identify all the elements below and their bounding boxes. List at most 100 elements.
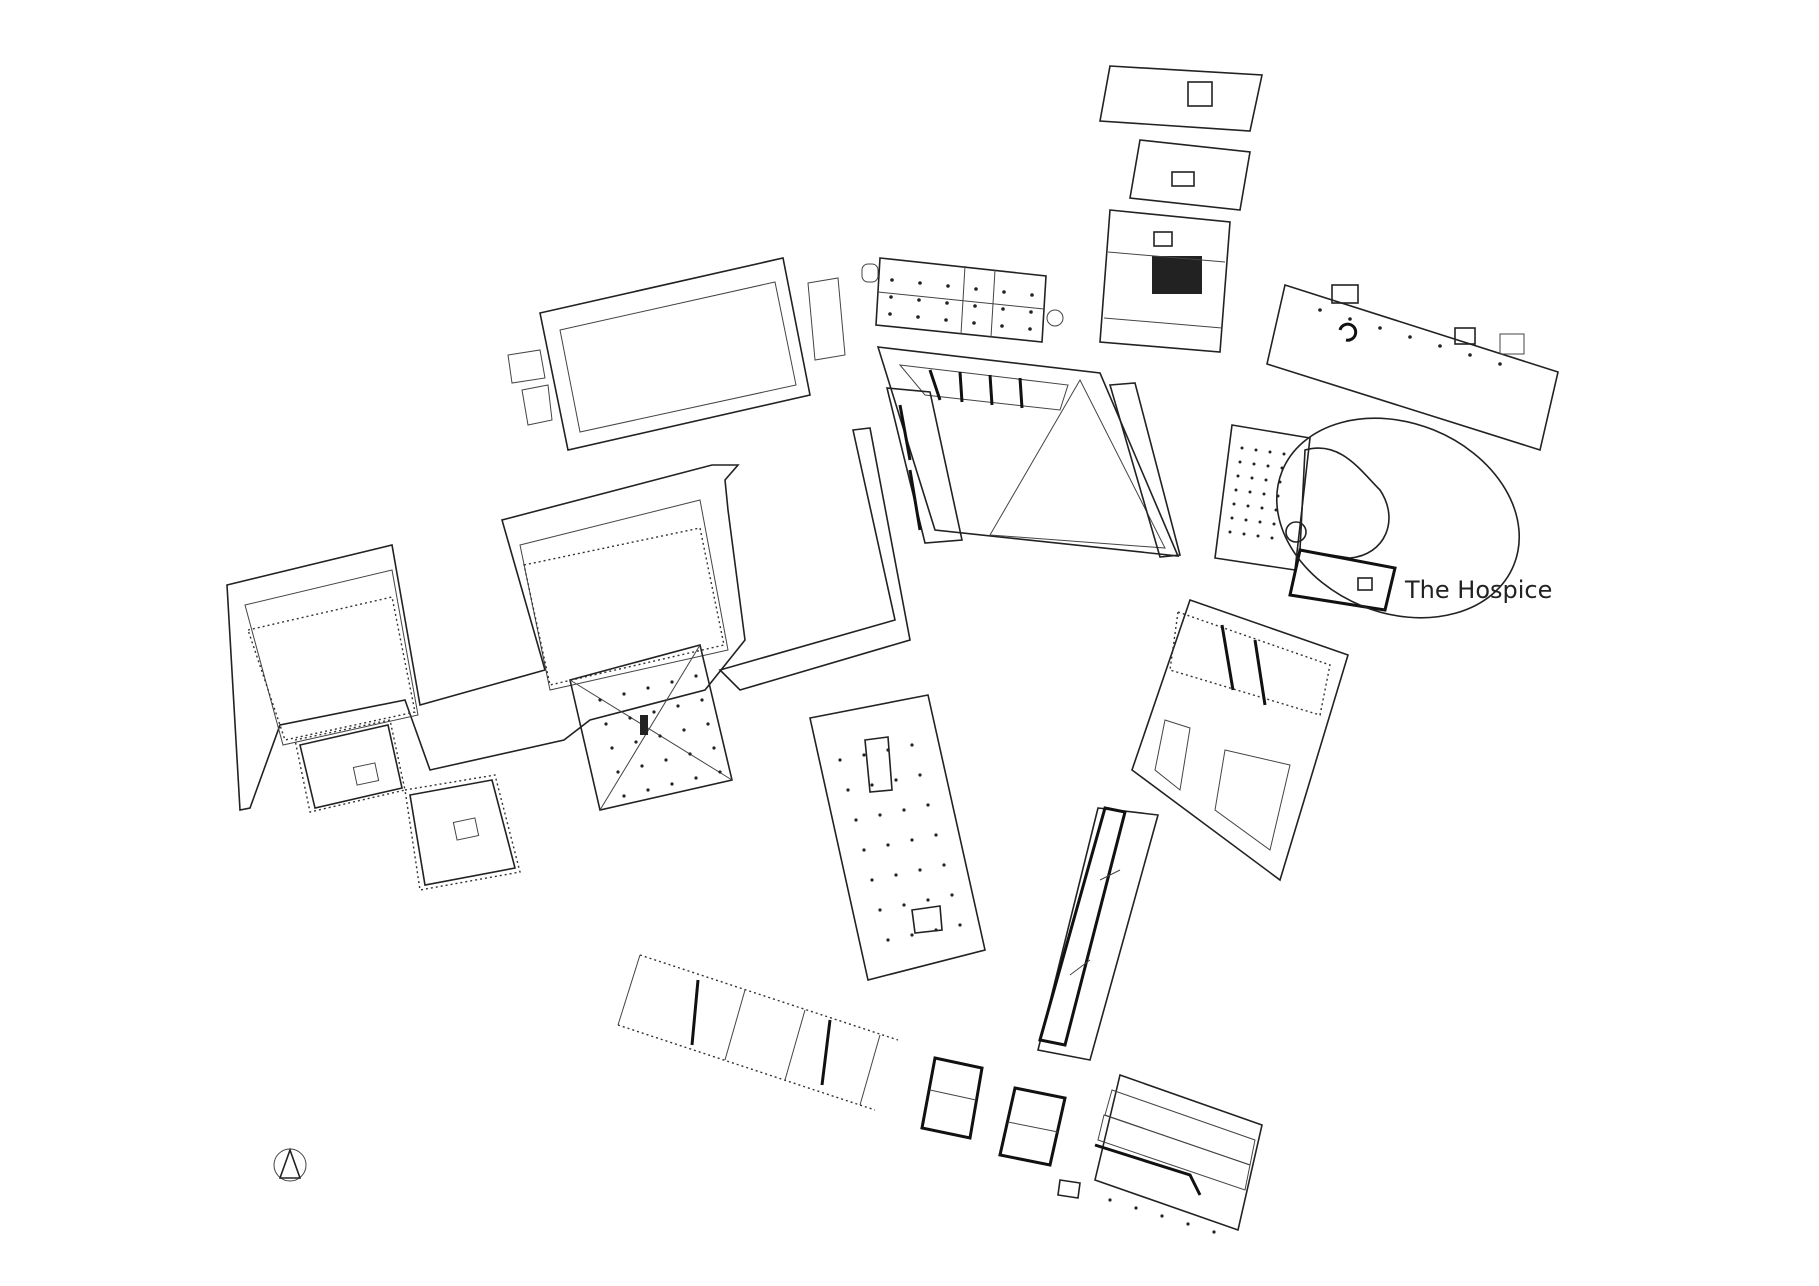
column-dot [917, 298, 921, 302]
column-dot [972, 321, 976, 325]
building-central-block [809, 694, 986, 981]
column-dot [888, 312, 892, 316]
column-dot [902, 808, 906, 812]
column-dot [1264, 478, 1268, 482]
column-dot [598, 698, 602, 702]
building-triangle [876, 346, 1182, 558]
column-dot [1378, 326, 1382, 330]
column-dot [622, 794, 626, 798]
column-dot [1246, 504, 1250, 508]
column-dot [676, 704, 680, 708]
column-dot [1438, 344, 1442, 348]
column-dot [1408, 335, 1412, 339]
building-small-square-b [998, 1086, 1067, 1167]
column-dot [894, 873, 898, 877]
column-dot [910, 743, 914, 747]
column-dot [664, 758, 668, 762]
column-dot [1282, 452, 1286, 456]
column-dot [1030, 293, 1034, 297]
column-dot [934, 928, 938, 932]
column-dot [1232, 502, 1236, 506]
column-dot [862, 848, 866, 852]
column-dot [1240, 446, 1244, 450]
column-dot [1468, 353, 1472, 357]
column-dot [886, 938, 890, 942]
column-dot [918, 773, 922, 777]
column-dot [652, 710, 656, 714]
column-dot [712, 746, 716, 750]
column-dot [1254, 448, 1258, 452]
column-dot [1272, 522, 1276, 526]
column-dot [1318, 308, 1322, 312]
column-dot [910, 838, 914, 842]
column-dot [1244, 518, 1248, 522]
column-dot [634, 740, 638, 744]
column-dot [838, 758, 842, 762]
column-dot [682, 728, 686, 732]
column-dot [1234, 488, 1238, 492]
column-dot [958, 923, 962, 927]
column-dot [1134, 1206, 1138, 1210]
building-pinwheel-houses [294, 719, 521, 891]
building-clinic [1131, 598, 1349, 882]
column-dot [604, 722, 608, 726]
column-dot [718, 770, 722, 774]
column-dot [694, 674, 698, 678]
column-dot [926, 898, 930, 902]
column-dot [1228, 530, 1232, 534]
column-dot [706, 722, 710, 726]
column-dot [658, 734, 662, 738]
column-dot [1212, 1230, 1216, 1234]
column-dot [934, 833, 938, 837]
column-dot [918, 281, 922, 285]
column-dot [1256, 534, 1260, 538]
column-dot [1002, 290, 1006, 294]
column-dot [889, 295, 893, 299]
column-dot [974, 287, 978, 291]
column-dot [1266, 464, 1270, 468]
column-dot [890, 278, 894, 282]
column-dot [1236, 474, 1240, 478]
column-dot [918, 868, 922, 872]
hospice-highlight-ellipse [1275, 417, 1521, 619]
column-dot [886, 748, 890, 752]
building-linear-south [617, 954, 899, 1111]
building-stacked-tower [1099, 65, 1263, 353]
column-dot [942, 863, 946, 867]
column-dot [916, 315, 920, 319]
column-dot [646, 686, 650, 690]
building-east-wing [1266, 283, 1559, 452]
building-pyramid [569, 644, 733, 811]
column-dot [945, 301, 949, 305]
column-dot [926, 803, 930, 807]
column-dot [1262, 492, 1266, 496]
column-dot [646, 788, 650, 792]
column-dot [870, 878, 874, 882]
column-dot [950, 893, 954, 897]
column-dot [1160, 1214, 1164, 1218]
column-dot [694, 776, 698, 780]
column-dot [1230, 516, 1234, 520]
building-grid-block [861, 257, 1064, 343]
column-dot [622, 692, 626, 696]
column-dot [616, 770, 620, 774]
column-dot [700, 698, 704, 702]
column-dot [886, 843, 890, 847]
column-dot [1270, 536, 1274, 540]
column-dot [1252, 462, 1256, 466]
column-dot [944, 318, 948, 322]
column-dot [1001, 307, 1005, 311]
column-dot [670, 680, 674, 684]
column-dot [902, 903, 906, 907]
hospice-label: The Hospice [1404, 576, 1552, 604]
north-arrow-icon [273, 1147, 307, 1182]
column-dot [1028, 327, 1032, 331]
column-dot [870, 783, 874, 787]
building-small-square-a [920, 1056, 984, 1140]
column-dot [846, 788, 850, 792]
column-dot [946, 284, 950, 288]
column-dot [628, 716, 632, 720]
column-dot [1029, 310, 1033, 314]
column-dot [894, 778, 898, 782]
